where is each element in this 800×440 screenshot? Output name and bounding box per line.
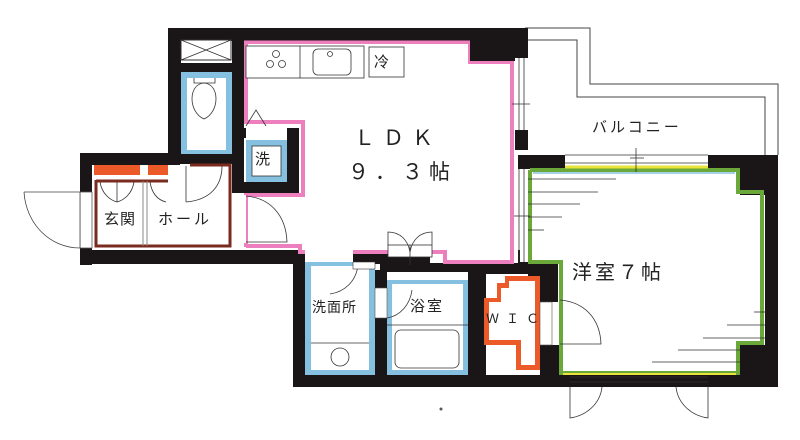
balcony-label: バルコニー: [592, 118, 682, 136]
toilet-room: [181, 72, 232, 154]
refrigerator-box: [368, 46, 405, 78]
toilet-icon: [191, 82, 217, 120]
refrigerator-icon: 冷: [374, 53, 390, 71]
western-room-label: 洋室７帖: [572, 260, 664, 284]
bathtub-icon: [394, 329, 460, 369]
washroom-label: 洗面所: [312, 300, 357, 316]
balcony-outline: [525, 27, 779, 155]
sink-icon: [312, 48, 352, 76]
storage-box: [180, 39, 232, 61]
stove-icon: [266, 50, 286, 68]
washroom: [305, 250, 376, 375]
washer-niche: [245, 109, 287, 182]
ldk-size-label: ９．３帖: [348, 160, 456, 184]
wic-label: ＷＩＣ: [486, 312, 547, 327]
ldk-closet-doors: [387, 231, 433, 265]
entrance-hall: [23, 163, 232, 250]
entrance-label: 玄関: [104, 210, 137, 228]
bathroom-label: 浴室: [410, 297, 445, 315]
washing-machine-icon: 洗: [255, 150, 271, 168]
bathroom: [374, 280, 468, 375]
dot-mark: [439, 407, 443, 411]
hall-label: ホール: [158, 210, 213, 228]
ldk-door: [232, 195, 288, 243]
western-room: [512, 58, 765, 419]
wic-room: [484, 276, 553, 370]
ldk-label: ＬＤＫ: [354, 126, 441, 150]
kitchen-counter: [245, 45, 405, 79]
ldk-room: [244, 35, 518, 264]
